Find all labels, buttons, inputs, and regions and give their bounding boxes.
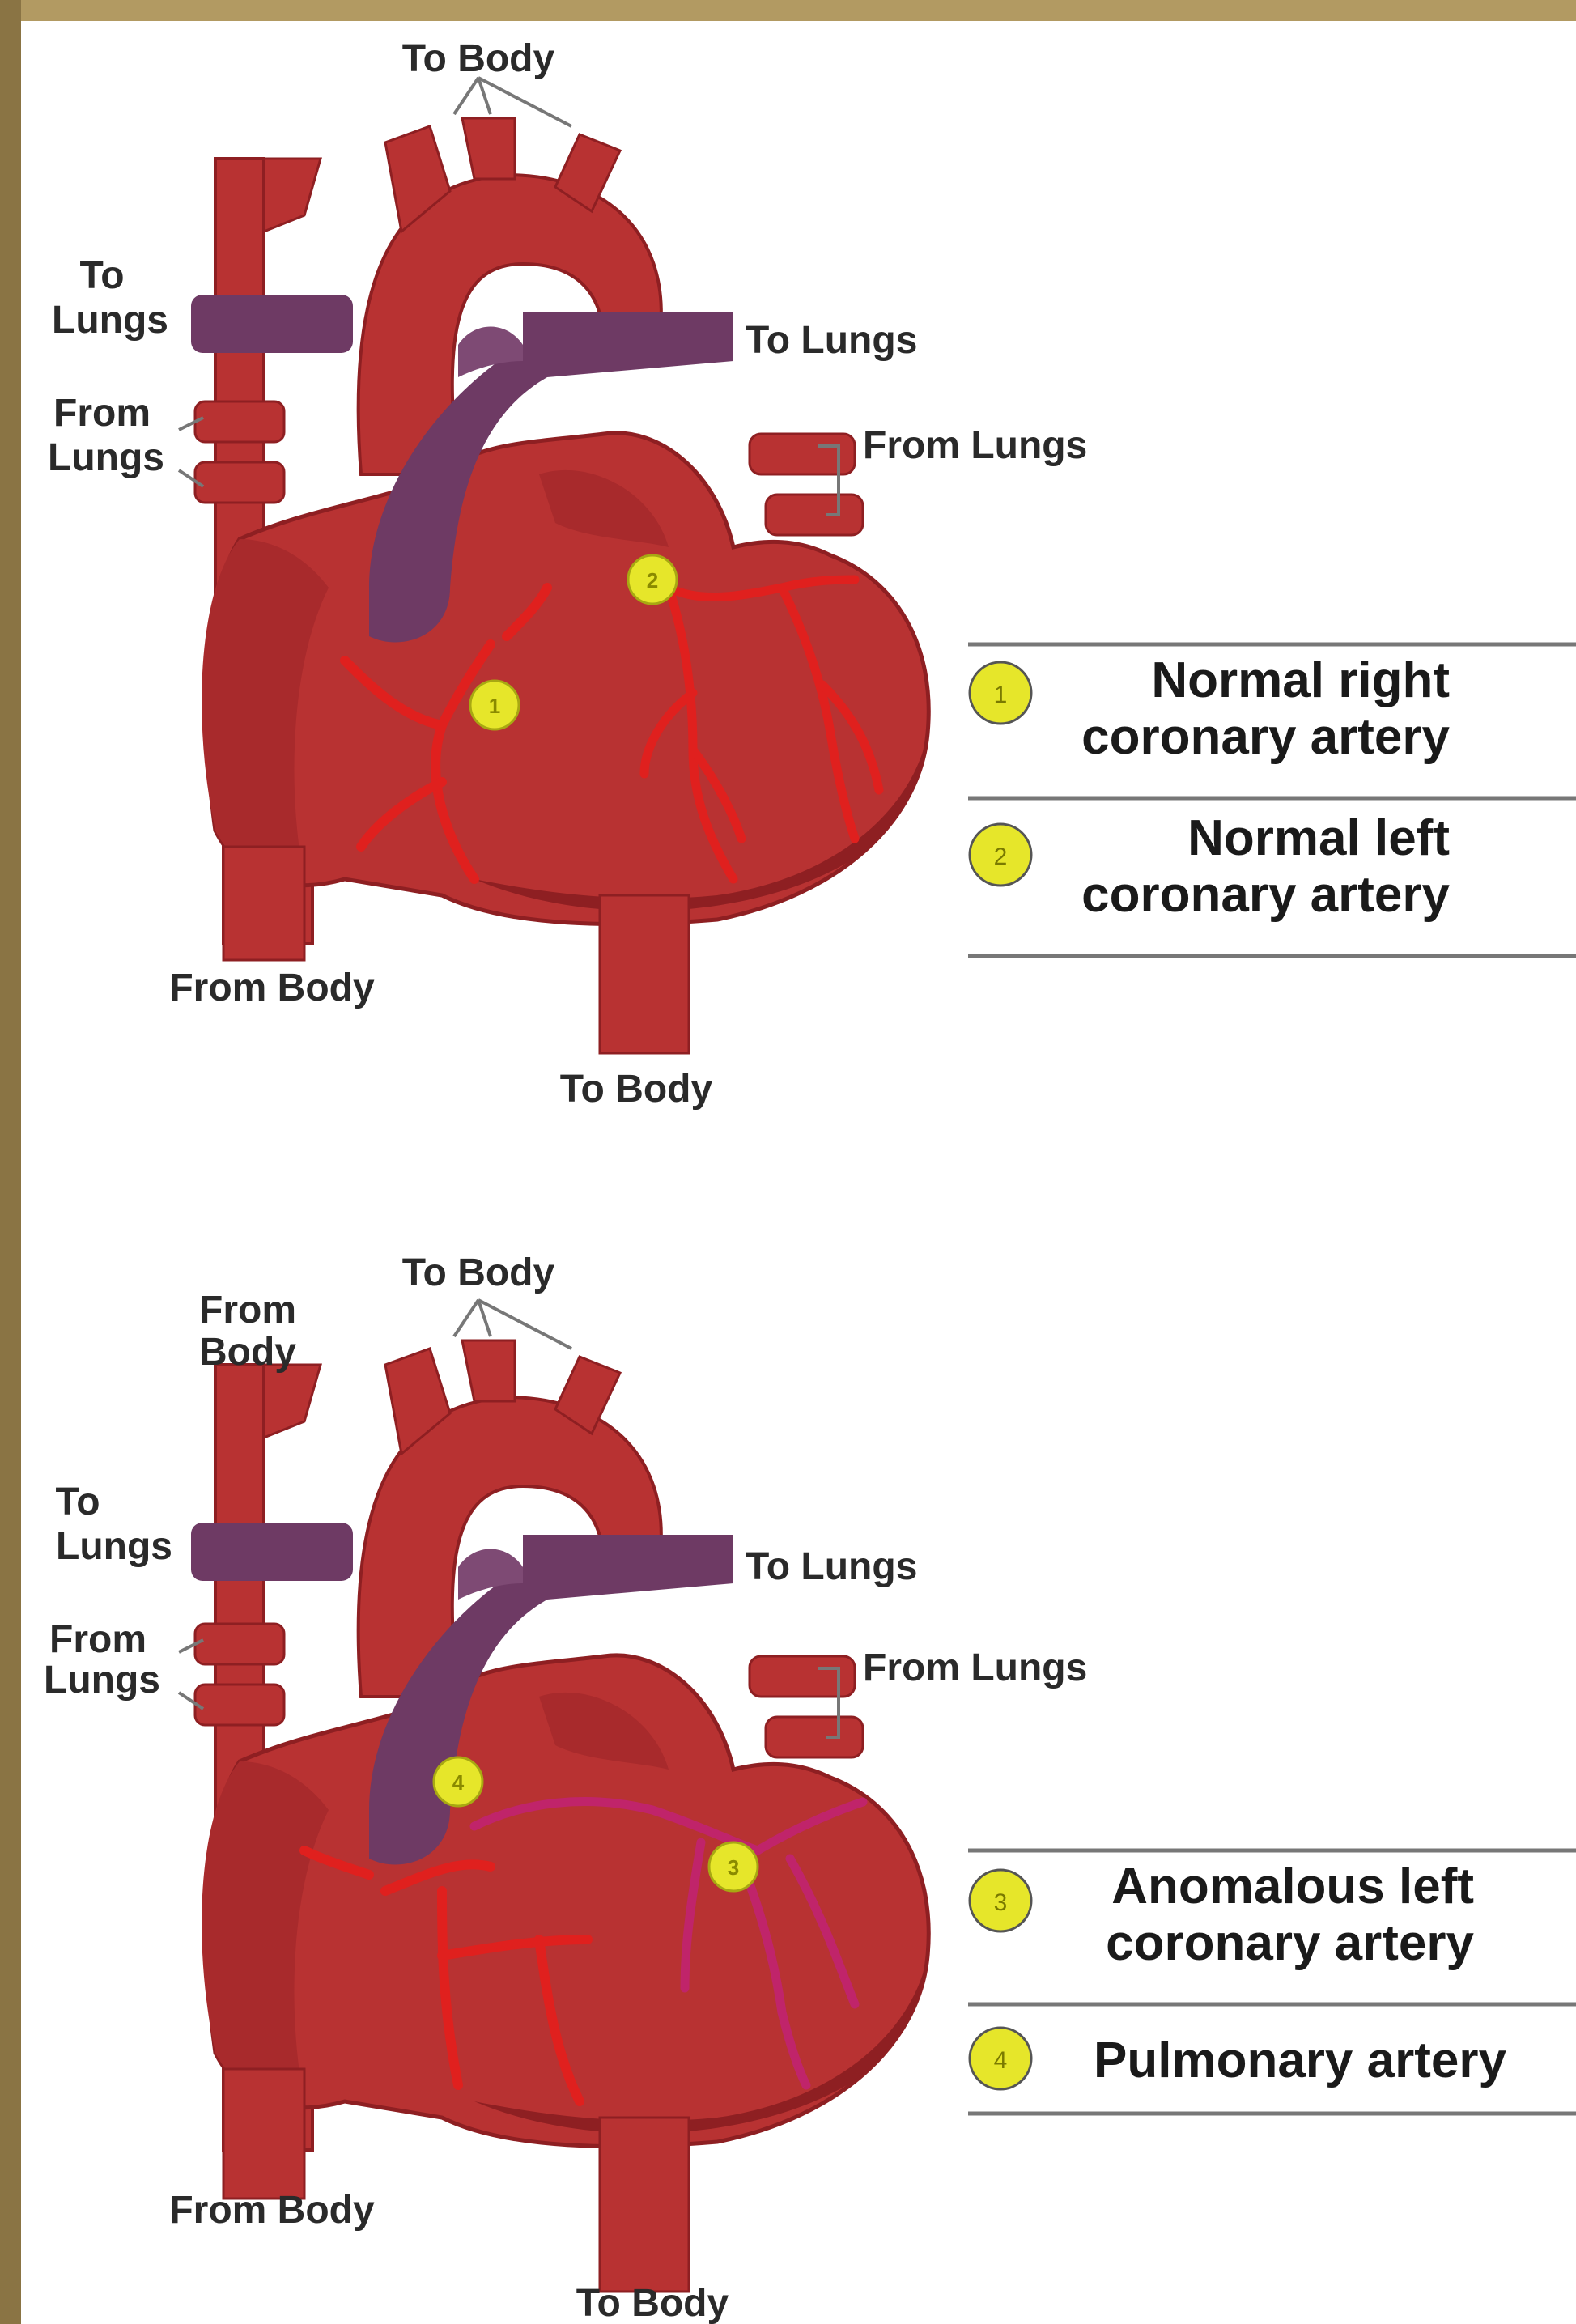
badge-2: 2 [628,555,677,604]
label-from-body-top-1: From [199,1289,296,1332]
label-to-body-bottom-2: To Body [576,2282,729,2324]
label-from-lungs-left-1b: From [49,1618,147,1661]
label-from-body-2: From Body [169,2189,375,2232]
badge-4: 4 [434,1757,482,1806]
label-from-lungs-right: From Lungs [863,424,1087,467]
badge-1: 1 [470,681,519,729]
legend-item-3: 3 Anomalous left coronary artery [970,1859,1475,1971]
label-to-lungs-right: To Lungs [746,319,917,362]
label-to-lungs-left-2: Lungs [52,299,168,342]
label-from-lungs-left-1: From [53,392,151,435]
svg-text:3: 3 [728,1855,739,1880]
label-to-lungs-left-1: To [79,254,124,297]
label-from-lungs-right-2: From Lungs [863,1646,1087,1689]
label-to-lungs-left-1b: To [55,1481,100,1523]
heart-diagrams: 1 2 To Body To Lungs From Lungs To [21,21,1576,2324]
svg-text:4: 4 [452,1770,465,1795]
frame-top-border [0,0,1576,21]
legend-3-line1: Anomalous left [1111,1859,1474,1914]
svg-text:4: 4 [994,2047,1008,2074]
svg-text:1: 1 [489,694,500,718]
svg-text:2: 2 [647,568,658,593]
normal-heart-illustration: 1 2 To Body To Lungs From Lungs To [48,37,1087,1111]
legend-3-line2: coronary artery [1106,1915,1474,1971]
svg-text:3: 3 [994,1889,1008,1916]
legend-4-line1: Pulmonary artery [1094,2033,1507,2088]
legend-1-line1: Normal right [1151,652,1450,708]
diagram-canvas: 1 2 To Body To Lungs From Lungs To [21,21,1576,2324]
frame-left-border [0,0,21,2324]
label-to-lungs-left-2b: Lungs [56,1525,172,1568]
legend-item-4: 4 Pulmonary artery [970,2028,1507,2089]
label-from-lungs-left-2: Lungs [48,436,164,479]
legend-item-1: 1 Normal right coronary artery [970,652,1451,765]
pulmonary-vessel-left [191,295,353,353]
legend-bottom: 3 Anomalous left coronary artery 4 Pulmo… [968,1850,1576,2114]
label-from-body: From Body [169,967,375,1009]
label-to-lungs-right-2: To Lungs [746,1545,917,1588]
legend-2-line1: Normal left [1187,810,1450,866]
legend-item-2: 2 Normal left coronary artery [970,810,1451,923]
badge-3: 3 [709,1842,758,1891]
label-to-body-top: To Body [402,37,555,80]
legend-1-line2: coronary artery [1081,709,1450,765]
label-from-lungs-left-2b: Lungs [44,1659,160,1702]
label-to-body-top-2: To Body [402,1251,555,1294]
legend-2-line2: coronary artery [1081,867,1450,923]
svg-text:2: 2 [994,843,1008,870]
svg-text:1: 1 [994,682,1008,708]
label-from-body-top-2: Body [199,1331,296,1374]
label-to-body-bottom: To Body [560,1068,713,1111]
legend-top: 1 Normal right coronary artery 2 Normal … [968,644,1576,956]
anomalous-heart-illustration: 3 4 To Body From Body To Lungs From Lung… [44,1251,1087,2324]
